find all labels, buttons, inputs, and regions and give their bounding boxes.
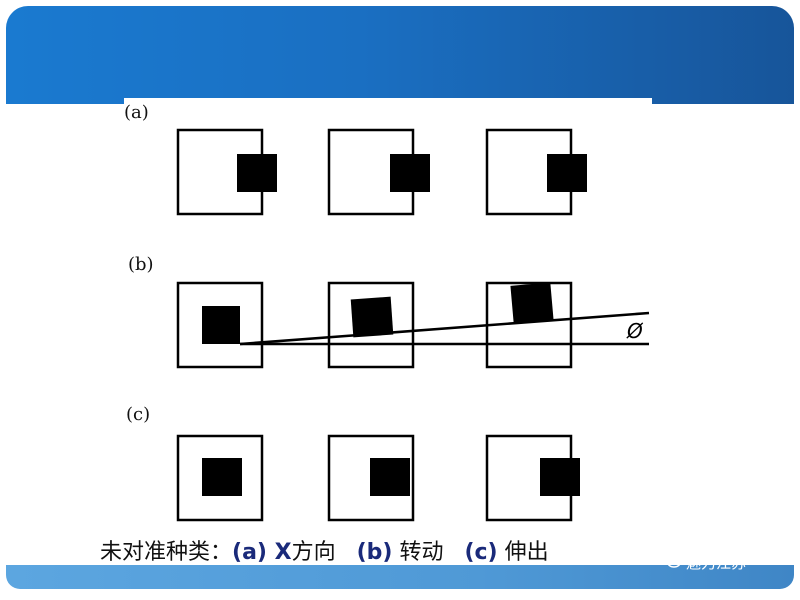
row-label-b: (b): [128, 254, 154, 275]
pad-outline: [176, 434, 264, 522]
row-label-c: (c): [126, 404, 151, 425]
rotation-line: [239, 311, 650, 346]
component-block: [202, 458, 242, 496]
pad-outline: [327, 434, 415, 522]
row-b: Ø: [176, 281, 650, 369]
component-block: [370, 458, 410, 496]
watermark-text: 魅力江苏: [686, 554, 747, 572]
wechat-icon: [659, 550, 682, 577]
component-block: [390, 154, 430, 192]
component-block: [510, 282, 554, 324]
caption-a-text: 方向: [291, 540, 336, 565]
row-c: [176, 434, 580, 522]
caption-a-key: (a) X: [232, 540, 292, 565]
header-band: [6, 6, 794, 104]
caption-prefix: 未对准种类：: [100, 540, 233, 565]
misalignment-diagram: Ø (a) (b) (c): [124, 98, 652, 538]
component-block: [540, 458, 580, 496]
component-block: [202, 306, 240, 344]
caption-c-text: 伸出: [497, 540, 549, 565]
caption-b-text: 转动: [392, 540, 444, 565]
pad-outline: [176, 281, 264, 369]
footer-band: [6, 565, 794, 589]
angle-symbol: Ø: [626, 319, 644, 343]
row-label-a: (a): [124, 102, 149, 123]
component-block: [237, 154, 277, 192]
watermark: 魅力江苏: [659, 550, 747, 577]
caption-b-key: (b): [356, 540, 393, 565]
caption-c-key: (c): [464, 540, 498, 565]
row-a: [176, 128, 587, 216]
component-block: [547, 154, 587, 192]
component-block: [350, 296, 394, 338]
pad-outline: [327, 281, 415, 369]
diagram-canvas: Ø: [176, 128, 650, 522]
caption: 未对准种类：(a) X方向 (b) 转动 (c) 伸出: [100, 537, 660, 569]
